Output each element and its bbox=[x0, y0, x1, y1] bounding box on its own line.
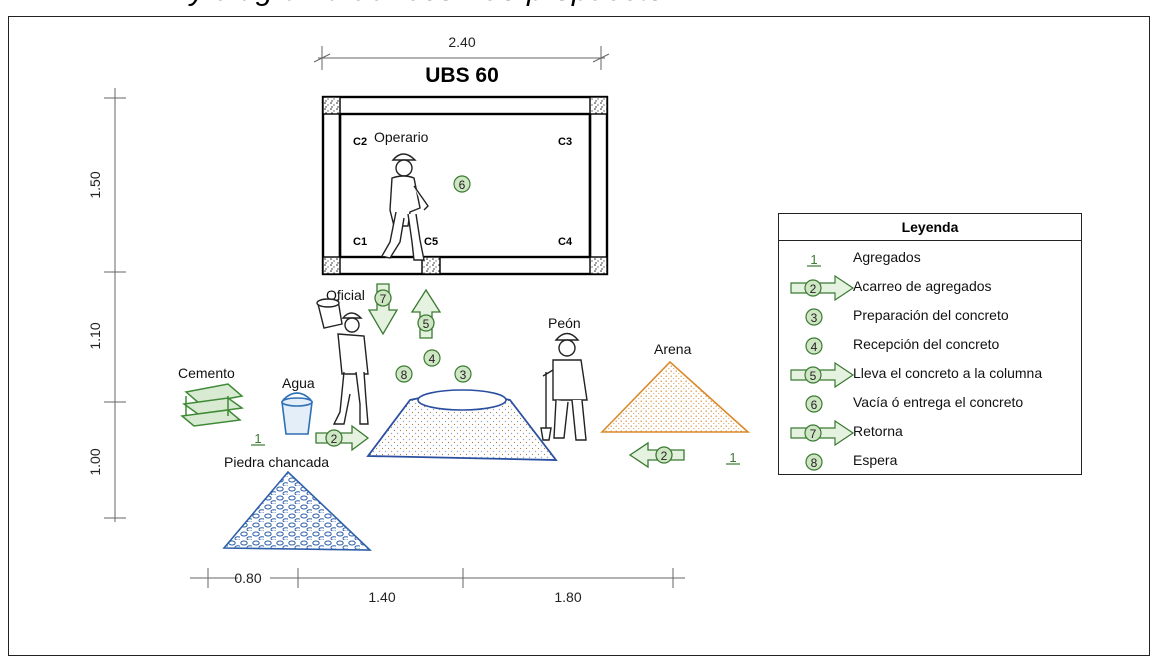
label-peon: Peón bbox=[548, 315, 581, 331]
sand-pile-icon bbox=[600, 360, 751, 433]
cement-bags-icon bbox=[180, 383, 244, 427]
gravel-pile-icon bbox=[222, 470, 373, 551]
building-plan bbox=[321, 95, 609, 276]
legend-marker-3-icon: 3 bbox=[805, 308, 823, 326]
worker-peon-icon bbox=[540, 332, 588, 441]
legend-label-8: Espera bbox=[853, 452, 898, 468]
dim-bottom bbox=[190, 568, 685, 588]
plan-title: UBS 60 bbox=[425, 64, 499, 87]
legend-item: 5 Lleva el concreto a la columna bbox=[779, 360, 1081, 389]
legend-num-4: 4 bbox=[811, 340, 818, 354]
legend-arrow-5-icon: 5 bbox=[790, 362, 855, 388]
legend-item: 3 Preparación del concreto bbox=[779, 302, 1081, 331]
dim-left-upper: 1.50 bbox=[87, 171, 103, 198]
legend-item: 8 Espera bbox=[779, 447, 1081, 476]
legend-label-3: Preparación del concreto bbox=[853, 307, 1009, 323]
dim-top-label: 2.40 bbox=[448, 34, 475, 50]
legend: Leyenda 1 Agregados 2 Acarreo de agregad… bbox=[778, 213, 1082, 475]
marker-6: 6 bbox=[459, 178, 466, 192]
label-cemento: Cemento bbox=[178, 365, 235, 381]
worker-operario-icon bbox=[380, 153, 429, 261]
page-caption: y diagrama de recorrido propuesto bbox=[0, 0, 1160, 20]
arrow-5-up-icon bbox=[410, 288, 442, 339]
legend-title: Leyenda bbox=[779, 214, 1081, 241]
legend-label-6: Vacía ó entrega el concreto bbox=[853, 394, 1024, 410]
dim-left-middle: 1.10 bbox=[87, 322, 103, 349]
legend-item: 2 Acarreo de agregados bbox=[779, 273, 1081, 302]
legend-label-1: Agregados bbox=[853, 249, 921, 265]
legend-num-6: 6 bbox=[811, 398, 818, 412]
legend-num-2: 2 bbox=[810, 282, 817, 296]
legend-label-2: Acarreo de agregados bbox=[853, 278, 992, 294]
marker-3: 3 bbox=[460, 368, 467, 382]
process-markers bbox=[395, 175, 472, 383]
legend-item: 6 Vacía ó entrega el concreto bbox=[779, 389, 1081, 418]
legend-marker-1-icon: 1 bbox=[807, 252, 821, 267]
water-bucket-icon bbox=[281, 392, 313, 435]
dim-left bbox=[104, 88, 126, 522]
marker-7: 7 bbox=[380, 292, 387, 306]
dim-bottom-a: 0.80 bbox=[234, 570, 261, 586]
dim-bottom-b: 1.40 bbox=[368, 589, 395, 605]
column-c5: C5 bbox=[424, 236, 438, 248]
arrow-2-left-icon bbox=[628, 441, 685, 469]
legend-arrow-7-icon: 7 bbox=[790, 420, 855, 446]
label-oficial: Oficial bbox=[326, 287, 365, 303]
legend-num-8: 8 bbox=[811, 456, 818, 470]
legend-num-5: 5 bbox=[810, 369, 817, 383]
column-c1: C1 bbox=[353, 236, 367, 248]
dim-top bbox=[313, 46, 610, 70]
legend-marker-6-icon: 6 bbox=[805, 395, 823, 413]
marker-2-left: 2 bbox=[331, 432, 338, 446]
legend-label-4: Recepción del concreto bbox=[853, 336, 1000, 352]
legend-arrow-2-icon: 2 bbox=[790, 275, 855, 301]
column-c2: C2 bbox=[353, 136, 367, 148]
arrow-7-down-icon bbox=[367, 283, 399, 336]
column-c3: C3 bbox=[558, 136, 572, 148]
column-c4: C4 bbox=[558, 236, 573, 248]
legend-num-1: 1 bbox=[810, 252, 817, 267]
legend-item: 4 Recepción del concreto bbox=[779, 331, 1081, 360]
label-arena: Arena bbox=[654, 341, 692, 357]
caption-text: y diagrama de recorrido propuesto bbox=[190, 0, 665, 8]
dim-left-lower: 1.00 bbox=[87, 448, 103, 475]
concrete-mix-pile-icon bbox=[366, 389, 558, 461]
legend-num-3: 3 bbox=[811, 311, 818, 325]
legend-marker-4-icon: 4 bbox=[805, 337, 823, 355]
label-agua: Agua bbox=[282, 375, 315, 391]
marker-2-right: 2 bbox=[661, 449, 668, 463]
legend-label-5: Lleva el concreto a la columna bbox=[853, 365, 1043, 381]
legend-item: 1 Agregados bbox=[779, 244, 1081, 273]
marker-1-left: 1 bbox=[254, 431, 261, 446]
marker-5: 5 bbox=[423, 317, 430, 331]
marker-8: 8 bbox=[401, 368, 408, 382]
marker-1-right: 1 bbox=[729, 450, 736, 465]
legend-label-7: Retorna bbox=[853, 423, 903, 439]
label-operario: Operario bbox=[374, 129, 429, 145]
marker-4: 4 bbox=[429, 352, 436, 366]
label-piedra: Piedra chancada bbox=[224, 454, 329, 470]
drawing-frame bbox=[8, 16, 1150, 656]
dim-bottom-c: 1.80 bbox=[554, 589, 581, 605]
legend-num-7: 7 bbox=[810, 427, 817, 441]
legend-marker-8-icon: 8 bbox=[805, 453, 823, 471]
legend-item: 7 Retorna bbox=[779, 418, 1081, 447]
arrow-2-right-icon bbox=[315, 424, 370, 452]
worker-oficial-icon bbox=[316, 298, 369, 425]
